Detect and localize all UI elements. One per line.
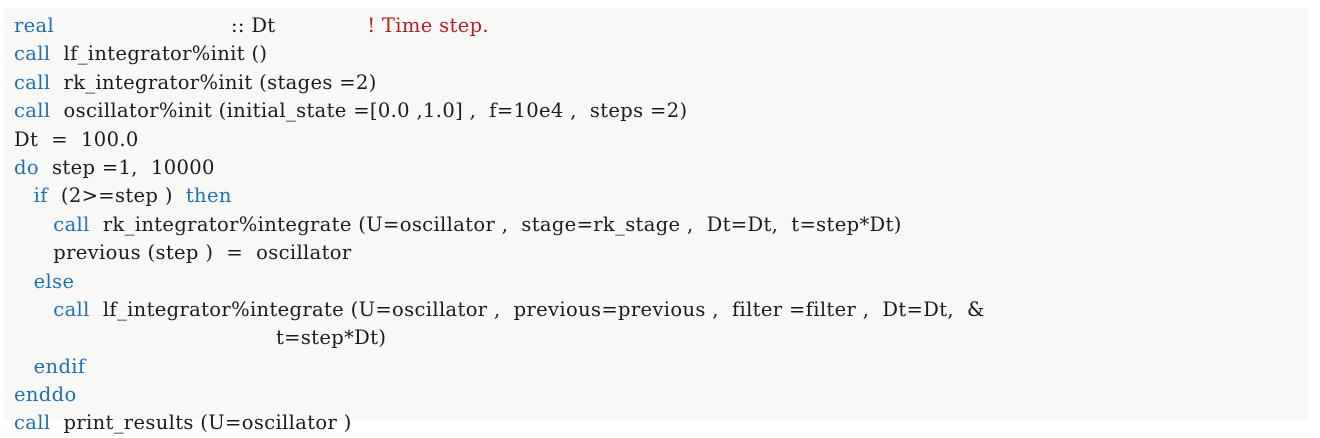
- code-line: t=step*Dt): [4, 324, 1308, 352]
- code-keyword: call: [14, 42, 51, 66]
- code-line: previous (step ) = oscillator: [4, 239, 1308, 267]
- code-text: Dt = 100.0: [14, 127, 139, 151]
- code-keyword: real: [14, 14, 55, 37]
- code-spacer: [54, 12, 231, 40]
- code-spacer: [276, 12, 368, 40]
- code-keyword: call: [53, 297, 90, 321]
- code-keyword: call: [14, 70, 51, 94]
- code-text: [14, 184, 34, 207]
- code-line: call lf_integrator%init (): [4, 40, 1308, 68]
- code-text: :: Dt: [230, 14, 276, 37]
- code-keyword: then: [185, 184, 232, 208]
- code-text: [14, 270, 34, 293]
- code-keyword: call: [14, 411, 51, 435]
- code-comment: ! Time step.: [367, 14, 489, 37]
- code-text: lf_integrator%init (): [50, 42, 268, 66]
- code-keyword: call: [14, 99, 51, 123]
- code-line: call rk_integrator%integrate (U=oscillat…: [4, 211, 1308, 239]
- code-line: real :: Dt ! Time step.: [4, 12, 1308, 40]
- code-text: rk_integrator%init (stages =2): [50, 70, 377, 94]
- code-line: enddo: [4, 381, 1308, 409]
- code-line: Dt = 100.0: [4, 126, 1308, 154]
- code-text: step =1, 10000: [38, 155, 215, 179]
- code-line: call print_results (U=oscillator ): [4, 409, 1308, 437]
- code-text: [14, 298, 53, 321]
- code-keyword: enddo: [14, 383, 77, 407]
- code-line: call oscillator%init (initial_state =[0.…: [4, 97, 1308, 125]
- code-keyword: if: [33, 184, 48, 208]
- code-keyword: endif: [33, 354, 86, 378]
- code-text: print_results (U=oscillator ): [50, 411, 352, 435]
- code-text: oscillator%init (initial_state =[0.0 ,1.…: [50, 99, 688, 123]
- code-line: do step =1, 10000: [4, 154, 1308, 182]
- code-line: else: [4, 268, 1308, 296]
- code-text: rk_integrator%integrate (U=oscillator , …: [89, 212, 902, 236]
- code-keyword: do: [14, 155, 39, 179]
- code-line: endif: [4, 353, 1308, 381]
- code-keyword: call: [53, 212, 90, 236]
- code-text: lf_integrator%integrate (U=oscillator , …: [89, 297, 985, 321]
- code-listing-block: real :: Dt ! Time step.call lf_integrato…: [4, 8, 1308, 434]
- code-line: call rk_integrator%init (stages =2): [4, 69, 1308, 97]
- code-line: if (2>=step ) then: [4, 182, 1308, 210]
- code-text: (2>=step ): [47, 184, 186, 208]
- code-text: previous (step ) = oscillator: [14, 241, 352, 265]
- code-keyword: else: [33, 269, 75, 293]
- code-line: call lf_integrator%integrate (U=oscillat…: [4, 296, 1308, 324]
- code-text: [14, 355, 34, 378]
- code-text: [14, 213, 53, 236]
- code-text: t=step*Dt): [14, 326, 387, 350]
